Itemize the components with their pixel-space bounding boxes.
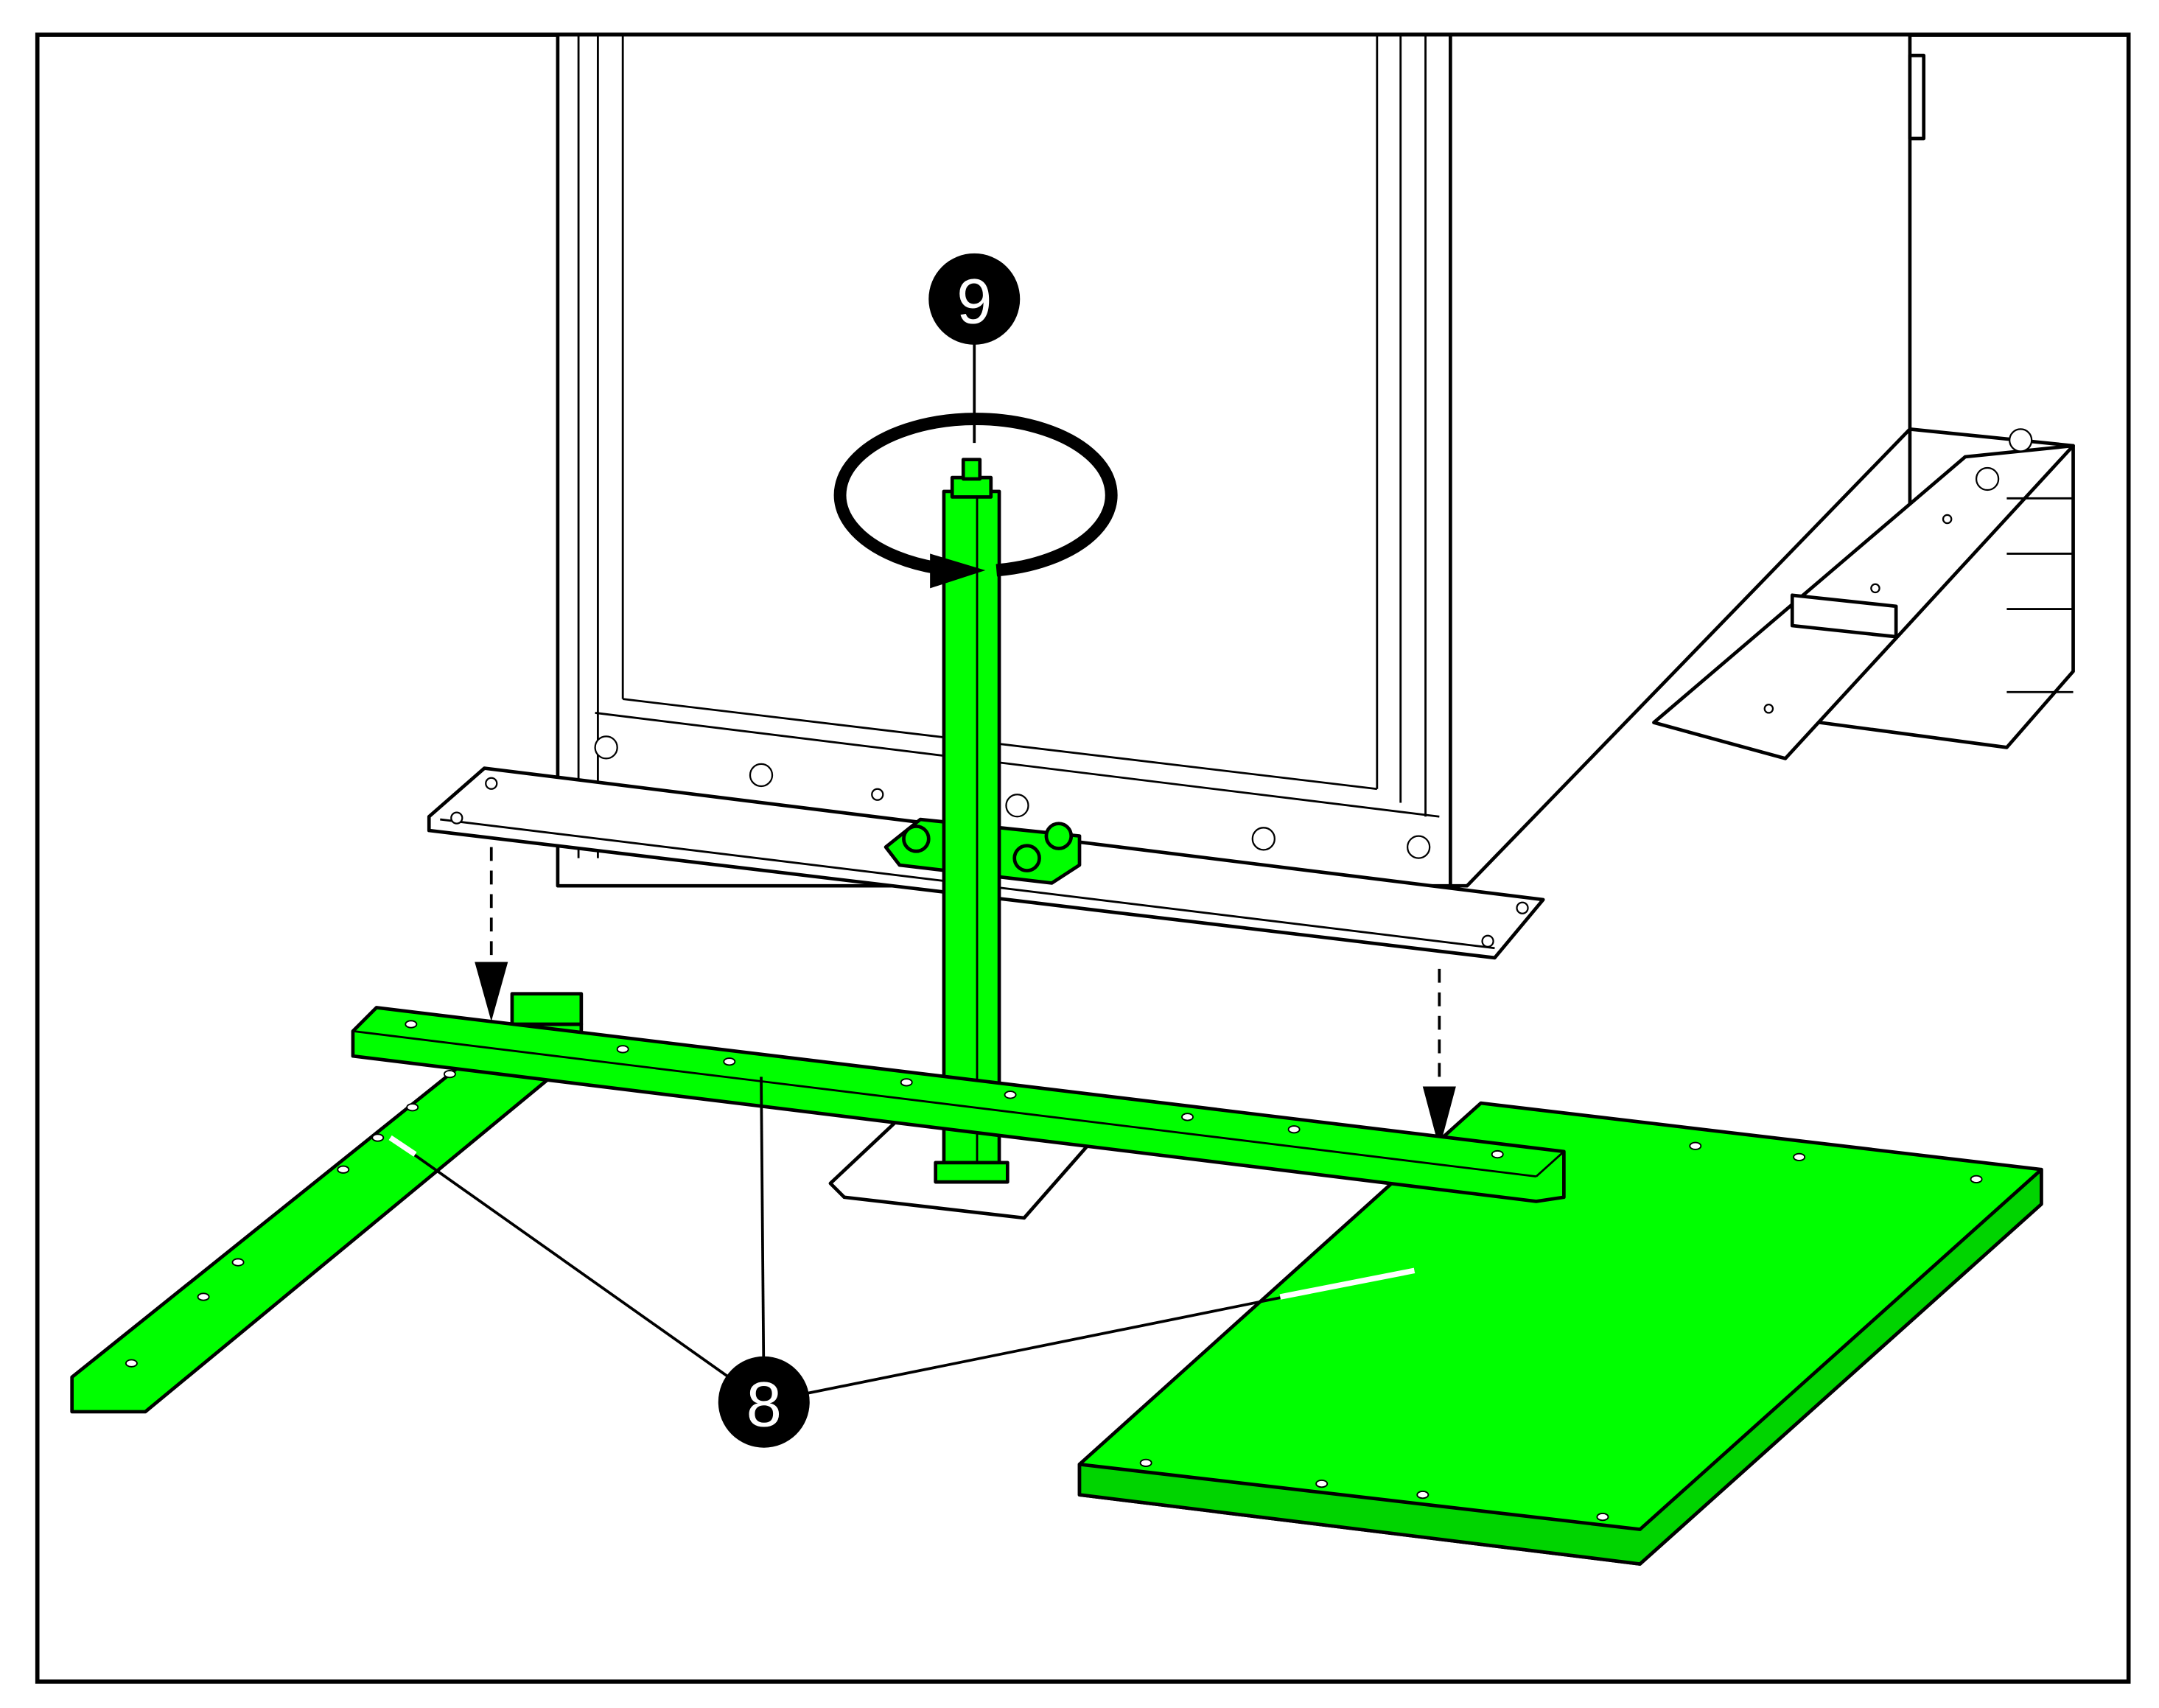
cabinet — [556, 32, 1926, 888]
leader-lines — [388, 343, 1416, 1404]
callout-9-label: 9 — [956, 267, 992, 337]
pallet — [1652, 427, 2075, 760]
callout-8: 8 — [718, 1356, 810, 1448]
support-beams — [70, 992, 2043, 1566]
leveling-post — [883, 458, 1082, 1184]
dashed-arrows — [475, 847, 1456, 1149]
callout-9: 9 — [928, 253, 1021, 345]
callout-8-label: 8 — [746, 1370, 782, 1441]
